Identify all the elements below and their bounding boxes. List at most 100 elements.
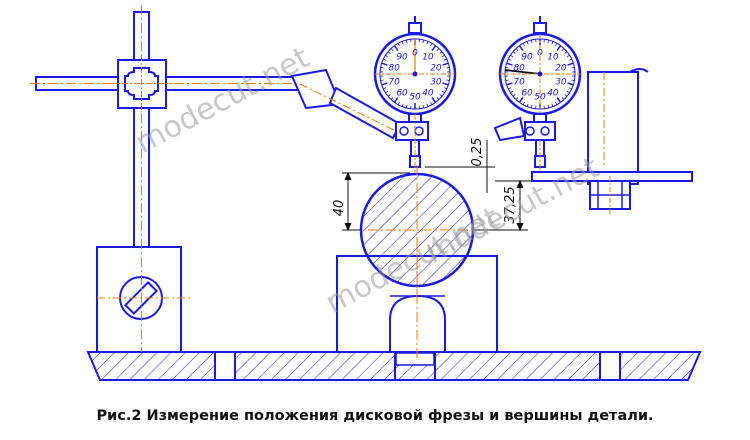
dial-left-tick xyxy=(442,82,449,86)
dial-right-tick xyxy=(518,97,524,103)
dial-right-tick xyxy=(512,94,516,97)
dial-left-tick xyxy=(443,87,447,90)
dial-right-scale-number: 90 xyxy=(521,53,533,63)
dimension-gap: 0,25 xyxy=(470,138,485,167)
dial-right-scale-number: 20 xyxy=(555,64,567,74)
dial-left-tick xyxy=(387,94,391,97)
dial-right-tick xyxy=(547,40,550,44)
dial-right-tick xyxy=(551,103,554,107)
dial-right-tick xyxy=(530,40,533,44)
dial-left-tick xyxy=(385,54,389,58)
dial-left-tick xyxy=(441,54,445,58)
dial-left-tick xyxy=(426,103,429,107)
dial-left-tick xyxy=(381,82,388,86)
dial-left-tick xyxy=(422,40,425,44)
dial-right-scale-number: 60 xyxy=(521,88,533,98)
dial-left-scale-number: 30 xyxy=(430,77,442,87)
dial-right-tick xyxy=(568,87,572,90)
dial-right-tick xyxy=(530,104,533,108)
dial-left-scale-number: 60 xyxy=(396,88,408,98)
dial-right-tick xyxy=(551,41,554,45)
dial-left-tick xyxy=(431,45,437,51)
dial-left-tick xyxy=(385,90,389,94)
dial-right-tick xyxy=(522,101,525,105)
dial-left-scale-number: 20 xyxy=(430,64,442,74)
dial-right-tick xyxy=(526,41,529,45)
dial-left-tick xyxy=(443,58,447,61)
dial-left-scale-number: 0 xyxy=(412,49,418,59)
dial-right-tick xyxy=(566,90,570,94)
dial-right-tick xyxy=(564,51,568,54)
dial-right-tick xyxy=(518,45,524,51)
dial-left-tick xyxy=(430,43,433,47)
dial-left-tick xyxy=(430,101,433,105)
dimension-cutter-diameter: 40 xyxy=(332,200,347,217)
dial-right-tick xyxy=(508,87,512,90)
dial-left-tick xyxy=(436,97,440,100)
dial-right-tick xyxy=(505,79,509,81)
dial-left-tick xyxy=(401,41,404,45)
dial-left-tick xyxy=(439,51,443,54)
dial-right-tick xyxy=(547,104,550,108)
dial-right-scale-number: 50 xyxy=(534,93,546,103)
dial-left-tick xyxy=(431,97,437,103)
dial-left-tick xyxy=(442,62,449,66)
dial-right-tick xyxy=(571,79,575,81)
dial-right-tick xyxy=(506,82,513,86)
dial-left-tick xyxy=(441,90,445,94)
dial-right-tick xyxy=(510,54,514,58)
dial-left-tick xyxy=(380,67,384,69)
dial-right-tick xyxy=(566,54,570,58)
dial-left-tick xyxy=(383,58,387,61)
dial-left-tick xyxy=(380,79,384,81)
dial-left-scale-number: 50 xyxy=(409,93,421,103)
dial-right-tick xyxy=(515,97,519,100)
cutter-fixture xyxy=(531,68,693,215)
dial-left-tick xyxy=(390,97,394,100)
dial-left-tick xyxy=(439,94,443,97)
dial-right-tick xyxy=(556,45,562,51)
dial-left-tick xyxy=(397,101,400,105)
figure-caption: Рис.2 Измерение положения дисковой фрезы… xyxy=(96,408,654,424)
dial-right-scale-number: 80 xyxy=(513,64,525,74)
dial-right-tick xyxy=(512,51,516,54)
dial-right-scale-number: 40 xyxy=(547,88,559,98)
dial-left-scale-number: 80 xyxy=(388,64,400,74)
workpiece-circle xyxy=(350,165,484,296)
dial-right-tick xyxy=(571,67,575,69)
dial-left-tick xyxy=(383,87,387,90)
dial-left-tick xyxy=(393,45,399,51)
dial-left-tick xyxy=(397,43,400,47)
dial-right-tick xyxy=(522,43,525,47)
dial-right-tick xyxy=(567,62,574,66)
dial-left-tick xyxy=(436,48,440,51)
dial-left-tick xyxy=(390,48,394,51)
dial-right-tick xyxy=(561,97,565,100)
dial-right-tick xyxy=(564,94,568,97)
dial-right-tick xyxy=(526,103,529,107)
dial-right-tick xyxy=(505,67,509,69)
indicator-rod-left xyxy=(290,68,429,141)
dial-right-tick xyxy=(555,43,558,47)
dial-right-tick xyxy=(508,58,512,61)
dial-left-scale-number: 10 xyxy=(422,53,434,63)
dial-right-tick xyxy=(556,97,562,103)
dimension-height: 37,25 xyxy=(503,186,518,223)
dial-right-tick xyxy=(506,62,513,66)
clamp-block xyxy=(110,55,172,112)
dial-right-scale-number: 30 xyxy=(555,77,567,87)
dial-right-tick xyxy=(568,58,572,61)
dial-left-tick xyxy=(422,104,425,108)
dial-left-tick xyxy=(401,103,404,107)
dial-right-scale-number: 70 xyxy=(513,77,525,87)
dial-left-tick xyxy=(405,104,408,108)
dial-right-tick xyxy=(567,82,574,86)
dial-left-tick xyxy=(426,41,429,45)
dial-left-scale-number: 40 xyxy=(422,88,434,98)
dial-left-tick xyxy=(381,62,388,66)
dial-right-tick xyxy=(510,90,514,94)
dial-right-scale-number: 0 xyxy=(537,49,543,59)
